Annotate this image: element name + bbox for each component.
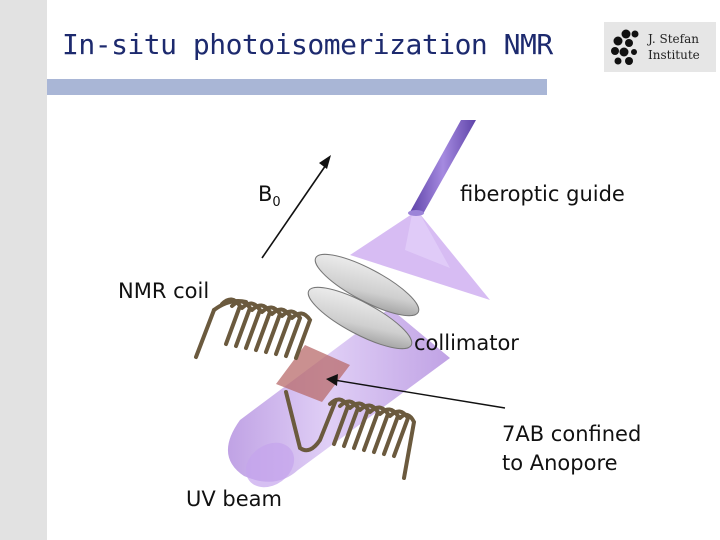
b0-field-arrow	[261, 155, 331, 259]
fiberoptic-guide	[408, 120, 476, 216]
nmr-coil-label: NMR coil	[118, 279, 210, 303]
nmr-coil-right	[284, 390, 417, 480]
uv-beam-label: UV beam	[186, 487, 282, 511]
title-underline-bar	[47, 79, 547, 95]
fiberoptic-guide-label: fiberoptic guide	[460, 182, 625, 206]
b0-label-subscript: 0	[272, 195, 281, 211]
collimator-lenses	[307, 253, 420, 350]
sample-pointer-arrow	[326, 374, 506, 409]
b0-label: B0	[258, 182, 281, 210]
collimator-label: collimator	[414, 331, 519, 355]
light-cone	[350, 214, 490, 300]
sample-label: 7AB confined to Anopore	[502, 422, 642, 475]
b0-label-base: B	[258, 182, 273, 206]
institute-logo: J. Stefan Institute	[604, 22, 716, 72]
logo-text: J. Stefan Institute	[648, 31, 700, 63]
dot-cluster-logo-icon	[611, 29, 639, 65]
nmr-coil-left	[194, 297, 313, 360]
logo-line-1: J. Stefan	[648, 32, 699, 46]
uv-beam	[227, 308, 450, 488]
left-sidebar-bar	[0, 0, 47, 540]
slide-title: In-situ photoisomerization NMR	[62, 28, 553, 61]
logo-line-2: Institute	[648, 48, 700, 62]
